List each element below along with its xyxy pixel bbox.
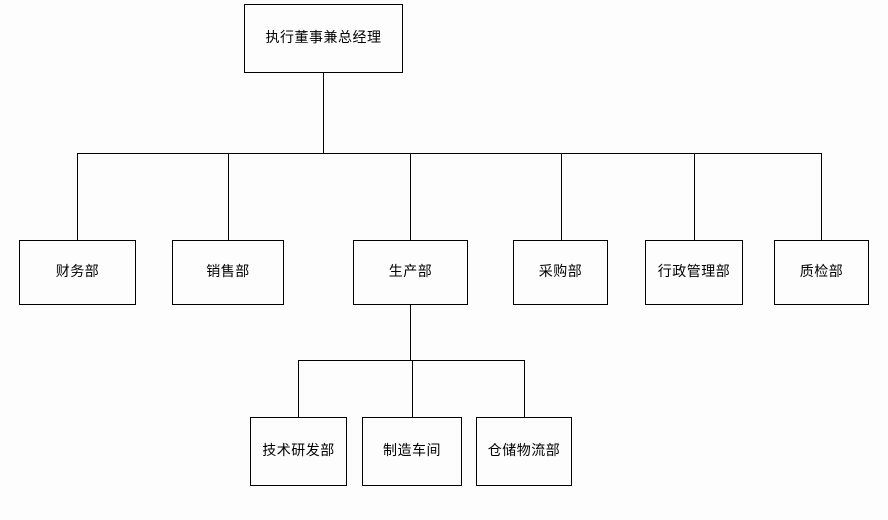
org-node-label: 采购部 xyxy=(538,264,583,281)
org-node-label: 销售部 xyxy=(206,264,250,281)
org-node-finance[interactable]: 财务部 xyxy=(19,240,136,305)
org-node-workshop[interactable]: 制造车间 xyxy=(362,417,462,486)
org-node-label: 生产部 xyxy=(388,264,433,281)
org-node-administration[interactable]: 行政管理部 xyxy=(645,240,743,305)
org-node-ceo[interactable]: 执行董事兼总经理 xyxy=(244,4,403,73)
org-node-label: 仓储物流部 xyxy=(487,443,561,460)
org-node-warehouse[interactable]: 仓储物流部 xyxy=(476,417,572,486)
org-node-rnd[interactable]: 技术研发部 xyxy=(250,417,347,486)
org-node-production[interactable]: 生产部 xyxy=(353,240,468,305)
org-node-quality[interactable]: 质检部 xyxy=(774,240,869,305)
org-node-label: 技术研发部 xyxy=(262,443,335,460)
org-node-procurement[interactable]: 采购部 xyxy=(513,240,608,305)
org-node-sales[interactable]: 销售部 xyxy=(172,240,284,305)
org-node-label: 质检部 xyxy=(799,264,844,281)
org-node-label: 执行董事兼总经理 xyxy=(265,30,382,47)
org-node-label: 制造车间 xyxy=(383,443,441,460)
org-node-label: 行政管理部 xyxy=(657,264,731,281)
org-node-label: 财务部 xyxy=(55,264,100,281)
